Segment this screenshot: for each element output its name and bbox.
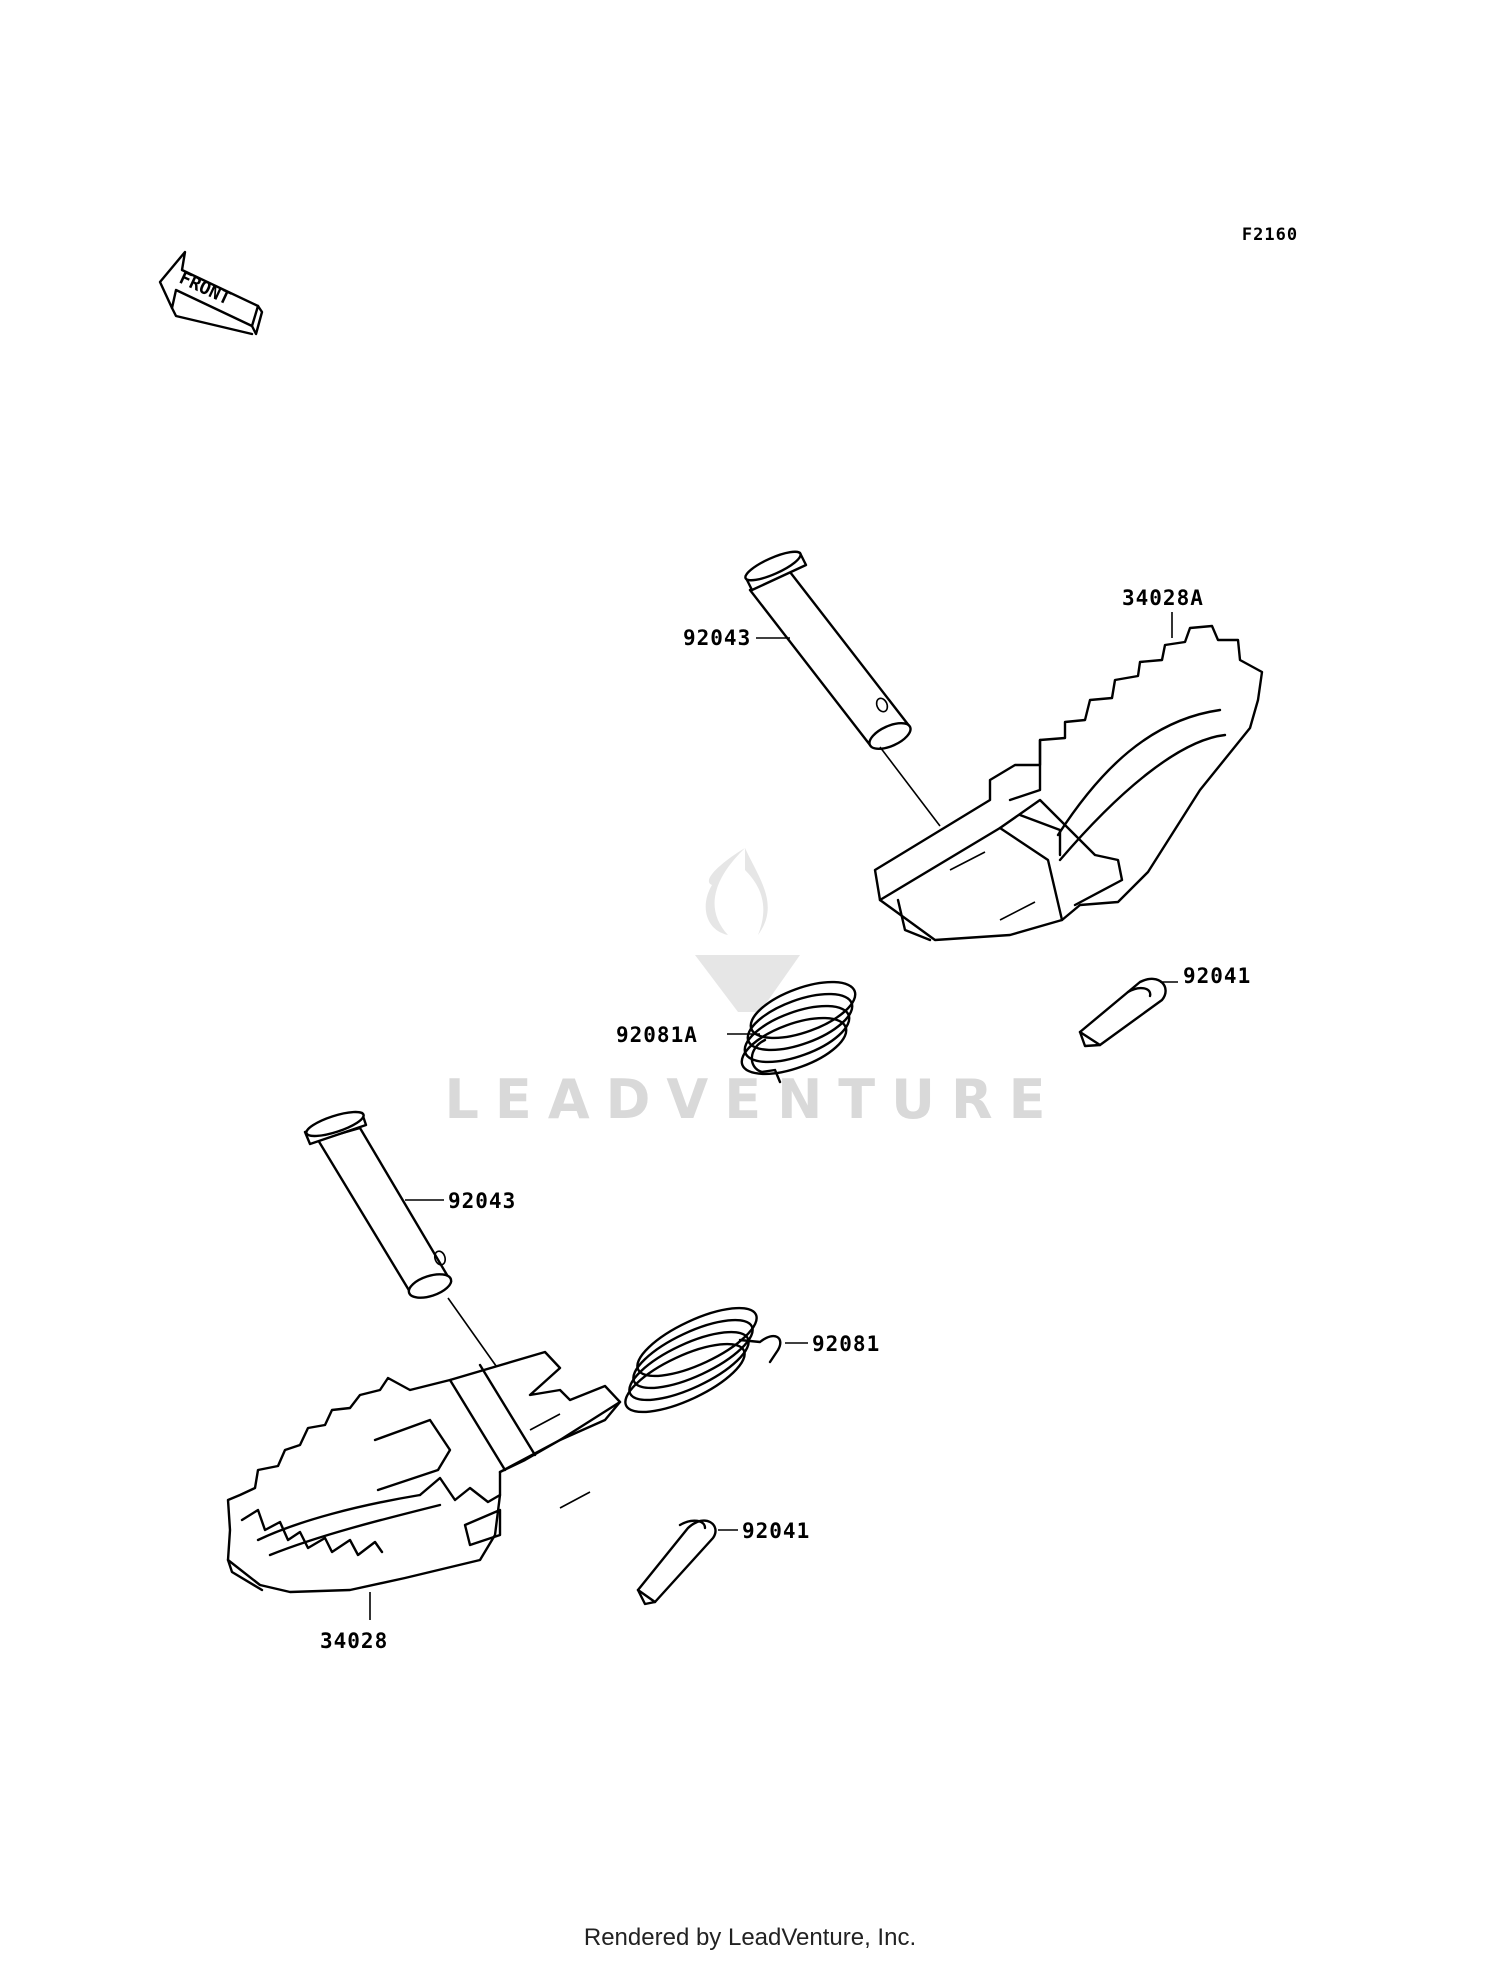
upper-cotter (1078, 977, 1167, 1048)
lower-cotter (636, 1519, 717, 1606)
label-upper-cotter: 92041 (1183, 964, 1251, 988)
footer-credit: Rendered by LeadVenture, Inc. (583, 1924, 917, 1951)
watermark-text: LEADVENTURE (445, 1068, 1062, 1131)
front-arrow-icon: FRONT (158, 250, 264, 336)
upper-footpeg (873, 624, 1264, 942)
label-upper-spring: 92081A (616, 1023, 698, 1047)
upper-spring (740, 980, 857, 1084)
label-lower-cotter: 92041 (742, 1519, 810, 1543)
diagram-code: F2160 (1242, 225, 1298, 245)
label-lower-pin: 92043 (448, 1189, 516, 1213)
upper-pin (744, 550, 912, 750)
lower-spring (624, 1306, 782, 1414)
watermark-logo-icon (695, 848, 800, 1012)
lower-footpeg (226, 1350, 622, 1594)
label-lower-footpeg: 34028 (320, 1629, 388, 1653)
label-upper-pin: 92043 (683, 626, 751, 650)
watermark: LEADVENTURE (445, 848, 1062, 1131)
label-lower-spring: 92081 (812, 1332, 880, 1356)
lower-pin (303, 1110, 453, 1299)
label-upper-footpeg: 34028A (1122, 586, 1204, 610)
